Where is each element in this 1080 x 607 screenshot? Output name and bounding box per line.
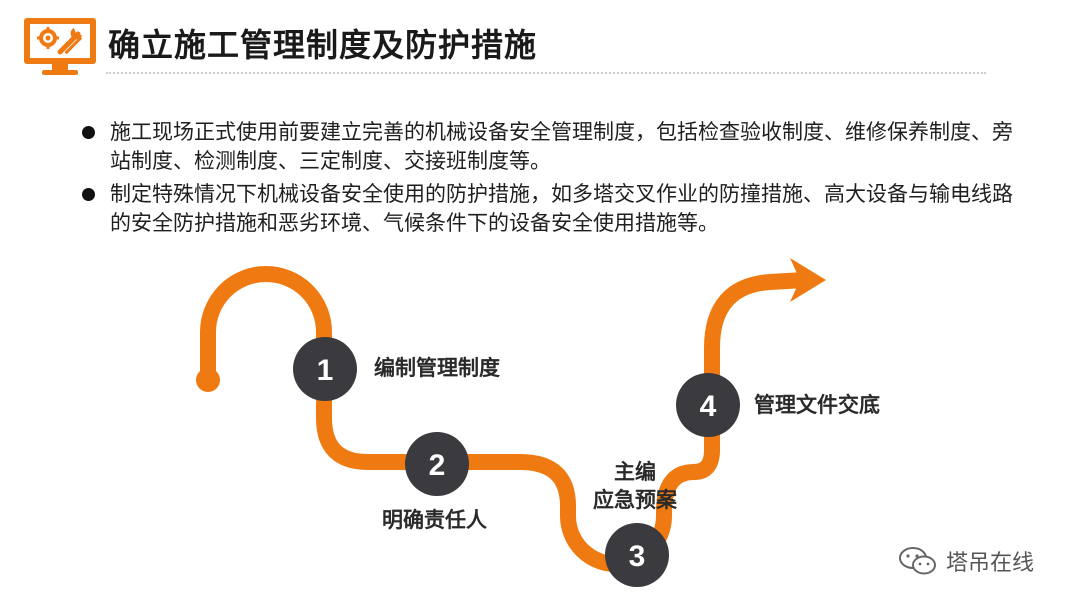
step-label-4: 管理文件交底 (754, 393, 880, 417)
bullet-text: 制定特殊情况下机械设备安全使用的防护措施，如多塔交叉作业的防撞措施、高大设备与输… (110, 182, 1013, 235)
wechat-icon (899, 547, 936, 575)
bullet-dot-icon (82, 126, 95, 139)
bullet-item: 施工现场正式使用前要建立完善的机械设备安全管理制度，包括检查验收制度、维修保养制… (80, 118, 1030, 176)
step-label-3: 主编 应急预案 (580, 458, 690, 514)
flow-path (200, 266, 805, 572)
bullet-item: 制定特殊情况下机械设备安全使用的防护措施，如多塔交叉作业的防撞措施、高大设备与输… (80, 180, 1030, 238)
node-number: 2 (429, 449, 446, 482)
node-number: 4 (700, 390, 717, 423)
slide-header: 确立施工管理制度及防护措施 (0, 0, 1080, 80)
flow-node-1: 1 (293, 337, 357, 401)
watermark-text: 塔吊在线 (946, 551, 1035, 576)
flow-path-canvas: 1 2 3 4 (196, 258, 826, 587)
flow-node-4: 4 (676, 373, 740, 437)
bullet-dot-icon (82, 188, 95, 201)
bullet-list: 施工现场正式使用前要建立完善的机械设备安全管理制度，包括检查验收制度、维修保养制… (80, 118, 1030, 242)
flow-node-3: 3 (605, 523, 669, 587)
monitor-gear-wrench-icon (24, 18, 96, 75)
step-label-2: 明确责任人 (382, 508, 487, 532)
bullet-text: 施工现场正式使用前要建立完善的机械设备安全管理制度，包括检查验收制度、维修保养制… (110, 120, 1013, 173)
node-number: 1 (317, 354, 334, 387)
watermark: 塔吊在线 (898, 544, 1034, 578)
flow-node-2: 2 (405, 432, 469, 496)
node-number: 3 (629, 540, 646, 573)
title-divider (106, 72, 986, 74)
process-flow: 1 2 3 4 编制管理制度 明确责任人 主编 应急预案 管理文件交底 (0, 240, 1080, 607)
step-label-1: 编制管理制度 (374, 356, 500, 380)
arrow-head-icon (790, 258, 826, 302)
page-title: 确立施工管理制度及防护措施 (108, 26, 538, 64)
step-label-3-line2: 应急预案 (593, 488, 677, 512)
flow-start-dot (196, 368, 220, 392)
step-label-3-line1: 主编 (614, 460, 656, 484)
